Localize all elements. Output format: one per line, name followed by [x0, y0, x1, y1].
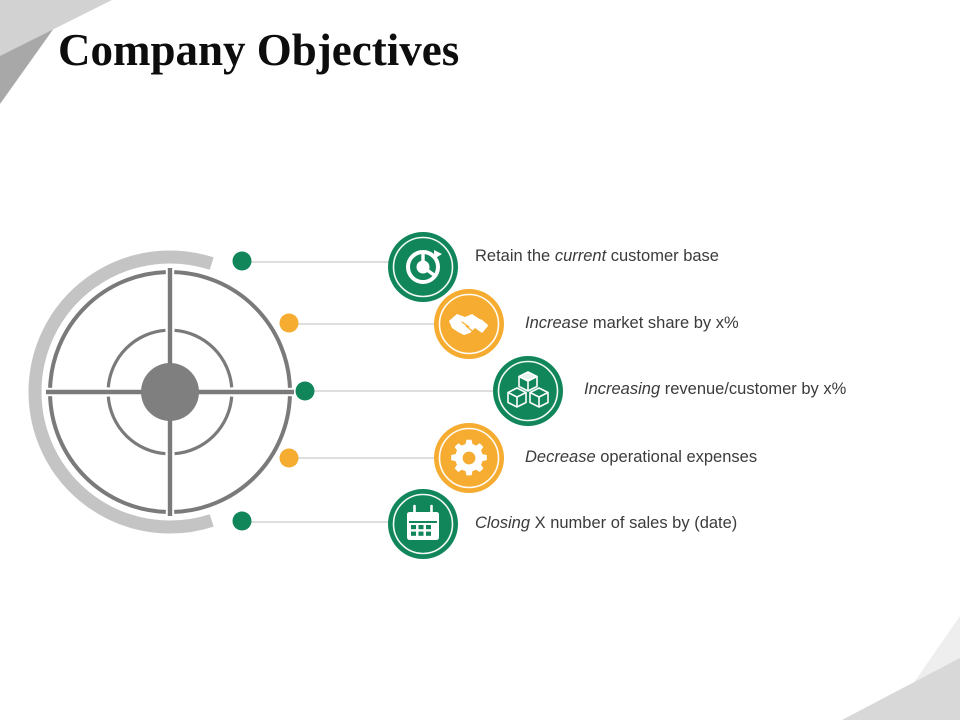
objective-label-4-emphasis: Decrease	[525, 448, 596, 466]
objective-icon-1[interactable]	[388, 232, 458, 302]
progress-arc	[28, 250, 214, 534]
objective-label-1: Retain the current customer base	[475, 246, 719, 266]
objective-label-1-emphasis: current	[554, 247, 607, 265]
icon-badge-inner-ring-3	[497, 360, 559, 422]
objective-label-5: Closing X number of sales by (date)	[475, 513, 737, 533]
arc-dot-1[interactable]	[232, 251, 252, 271]
gear-icon	[451, 439, 487, 476]
arc-dot-2[interactable]	[279, 313, 299, 333]
objective-label-2-emphasis: Increase	[525, 314, 589, 332]
icon-badge-inner-ring-4	[438, 427, 500, 489]
objective-icon-3[interactable]	[493, 356, 563, 426]
arc-dot-4[interactable]	[279, 448, 299, 468]
target-crosshair-graphic	[28, 250, 294, 534]
objective-label-3-emphasis: Increasing	[584, 380, 661, 398]
icon-badge-inner-ring-2	[438, 293, 500, 355]
target-outer-ring	[48, 270, 292, 514]
objective-label-5-suffix: X number of sales by (date)	[530, 514, 738, 532]
target-inner-ring	[106, 328, 234, 456]
objective-label-2-suffix: market share by x%	[588, 314, 739, 332]
objective-label-4: Decrease operational expenses	[525, 447, 757, 467]
objective-label-3: Increasing revenue/customer by x%	[584, 379, 846, 399]
target-center-dot	[141, 363, 199, 421]
objective-label-5-emphasis: Closing	[475, 514, 531, 532]
objective-label-1-suffix: customer base	[606, 247, 719, 265]
objective-icon-5[interactable]	[388, 489, 458, 559]
icon-badge-inner-ring-1	[392, 236, 454, 298]
connector-lines	[243, 261, 497, 523]
corner-decoration-bottom-right-light	[842, 658, 960, 720]
arc-milestone-dots	[232, 251, 315, 531]
objective-label-1-prefix: Retain the	[475, 247, 555, 265]
objective-label-2: Increase market share by x%	[525, 313, 739, 333]
objective-label-4-suffix: operational expenses	[595, 448, 758, 466]
objective-label-3-suffix: revenue/customer by x%	[660, 380, 847, 398]
objective-icon-2[interactable]	[434, 289, 504, 359]
icon-badge-inner-ring-5	[392, 493, 454, 555]
arc-dot-3[interactable]	[295, 381, 315, 401]
corner-decoration-top-left-light	[0, 0, 112, 56]
page-title: Company Objectives	[58, 25, 460, 75]
objective-icon-4[interactable]	[434, 423, 504, 493]
arc-dot-5[interactable]	[232, 511, 252, 531]
